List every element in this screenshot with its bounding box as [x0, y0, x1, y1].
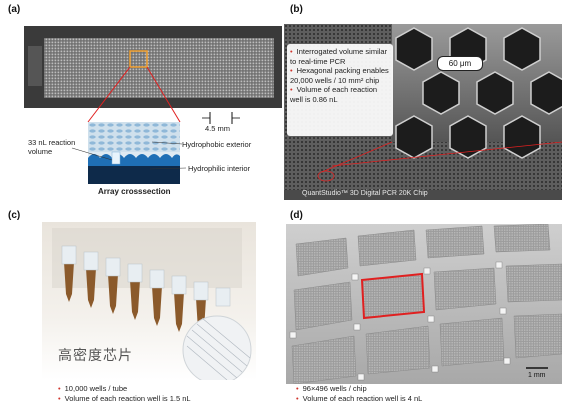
panel-c-bullet-2: Volume of each reaction well is 1.5 nL [58, 394, 191, 404]
hydrophilic-label: Hydrophilic interior [188, 164, 251, 173]
panel-c-bullet-1: 10,000 wells / tube [58, 384, 191, 394]
highlighted-subarray [360, 272, 426, 320]
magnified-well-view [182, 315, 252, 380]
hydrophobic-label: Hydrophobic exterior [182, 140, 252, 149]
panel-a-scale-label: 4.5 mm [205, 124, 231, 133]
panel-a-chip-image [24, 26, 282, 108]
panel-c-tube-image [42, 222, 256, 380]
panel-b-bullet-1: Interrogated volume similar to real-time… [290, 47, 392, 66]
panel-b-bullet-2: Hexagonal packing enables 20,000 wells /… [290, 66, 392, 85]
panel-b-info-box: Interrogated volume similar to real-time… [287, 44, 393, 136]
panel-c-label: (c) [8, 210, 21, 221]
panel-c-bullets: 10,000 wells / tube Volume of each react… [58, 384, 191, 404]
chip-array-graphic [28, 38, 274, 98]
scale-60um-badge: 60 μm [437, 56, 483, 71]
panel-a-crosssection [88, 122, 180, 184]
panel-d-chip-photo [286, 224, 562, 384]
reaction-volume-label: 33 nL reaction volume [28, 138, 76, 156]
highlight-box [129, 50, 148, 68]
scale-60um-label: 60 μm [448, 59, 472, 68]
panel-d-bullet-2: Volume of each reaction well is 4 nL [296, 394, 423, 404]
panel-d-label: (d) [290, 210, 303, 221]
array-crosssection-caption: Array crosssection [98, 187, 171, 196]
chip-name-label: QuantStudio™ 3D Digital PCR 20K Chip [302, 190, 428, 197]
panel-b-label: (b) [290, 4, 303, 15]
panel-a-label: (a) [8, 4, 21, 15]
panel-b-bullet-3: Volume of each reaction well is 0.86 nL [290, 85, 392, 104]
tube-strip-graphic [52, 228, 252, 380]
panel-d-bullet-1: 96×496 wells / chip [296, 384, 422, 394]
crosssection-graphic [88, 122, 180, 184]
panel-b-bullets: Interrogated volume similar to real-time… [290, 47, 392, 104]
panel-d-bullets: 96×496 wells / chip Volume of each react… [296, 384, 423, 404]
chinese-high-density-chip-label: 高密度芯片 [58, 348, 133, 364]
panel-d-scale-label: 1 mm [528, 372, 546, 379]
chip-grid-graphic [286, 224, 562, 384]
